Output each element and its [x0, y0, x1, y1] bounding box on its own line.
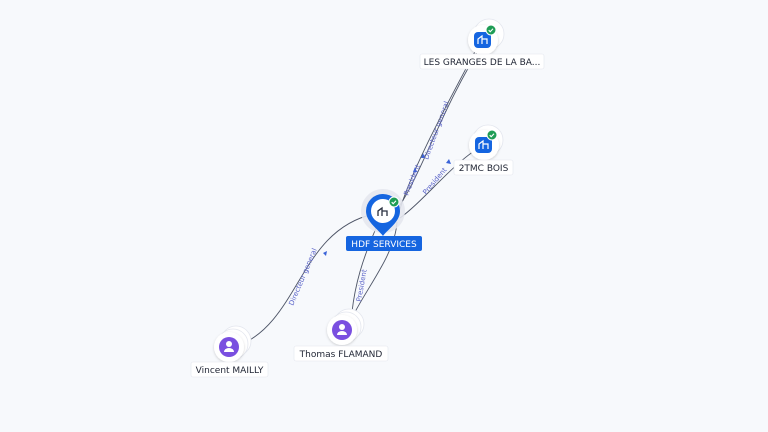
edge-arrow-icon — [323, 251, 327, 256]
company-building-icon — [377, 206, 388, 216]
edge-label: Directeur general — [422, 100, 451, 160]
edge-label: President — [355, 269, 369, 303]
node-label: LES GRANGES DE LA BA... — [424, 58, 541, 68]
edge-arrow-icon — [413, 167, 417, 172]
node-label: Thomas FLAMAND — [299, 350, 383, 360]
edge-label: President — [421, 166, 448, 196]
verified-check-icon — [488, 28, 494, 33]
node-label-box — [453, 159, 514, 176]
edge-arrow-icon — [446, 159, 451, 164]
person-icon — [337, 331, 347, 335]
node-label: HDF SERVICES — [351, 240, 417, 250]
person-icon — [226, 341, 232, 347]
node-les-granges[interactable]: LES GRANGES DE LA BA... — [419, 18, 545, 70]
company-building-icon — [477, 34, 488, 44]
edge-line — [351, 221, 398, 319]
person-icon — [339, 324, 345, 330]
node-label: Vincent MAILLY — [196, 366, 264, 376]
edge-line — [239, 213, 375, 346]
node-label-box — [346, 236, 422, 251]
node-2tmc-bois[interactable]: 2TMC BOIS — [453, 124, 514, 176]
edge-label: President — [402, 163, 422, 197]
edge-arrow-icon — [421, 153, 425, 158]
edge-line — [351, 225, 378, 313]
verified-check-icon — [486, 129, 498, 141]
node-hdf-services[interactable]: HDF SERVICES — [346, 189, 422, 251]
edge-label: Directeur general — [287, 247, 318, 307]
node-vincent-mailly[interactable]: Vincent MAILLY — [190, 325, 269, 378]
verified-check-icon — [485, 24, 497, 36]
node-label-box — [293, 345, 389, 362]
edge-thomas-hdf-president[interactable]: President — [351, 221, 398, 319]
verified-check-icon — [489, 133, 495, 138]
verified-check-icon — [391, 200, 397, 205]
node-thomas-flamand[interactable]: Thomas FLAMAND — [293, 308, 389, 362]
person-icon — [224, 348, 234, 352]
company-building-icon — [478, 139, 489, 149]
verified-check-icon — [388, 196, 400, 208]
node-label: 2TMC BOIS — [459, 164, 509, 174]
node-label-box — [190, 361, 269, 378]
node-label-box — [419, 53, 545, 70]
